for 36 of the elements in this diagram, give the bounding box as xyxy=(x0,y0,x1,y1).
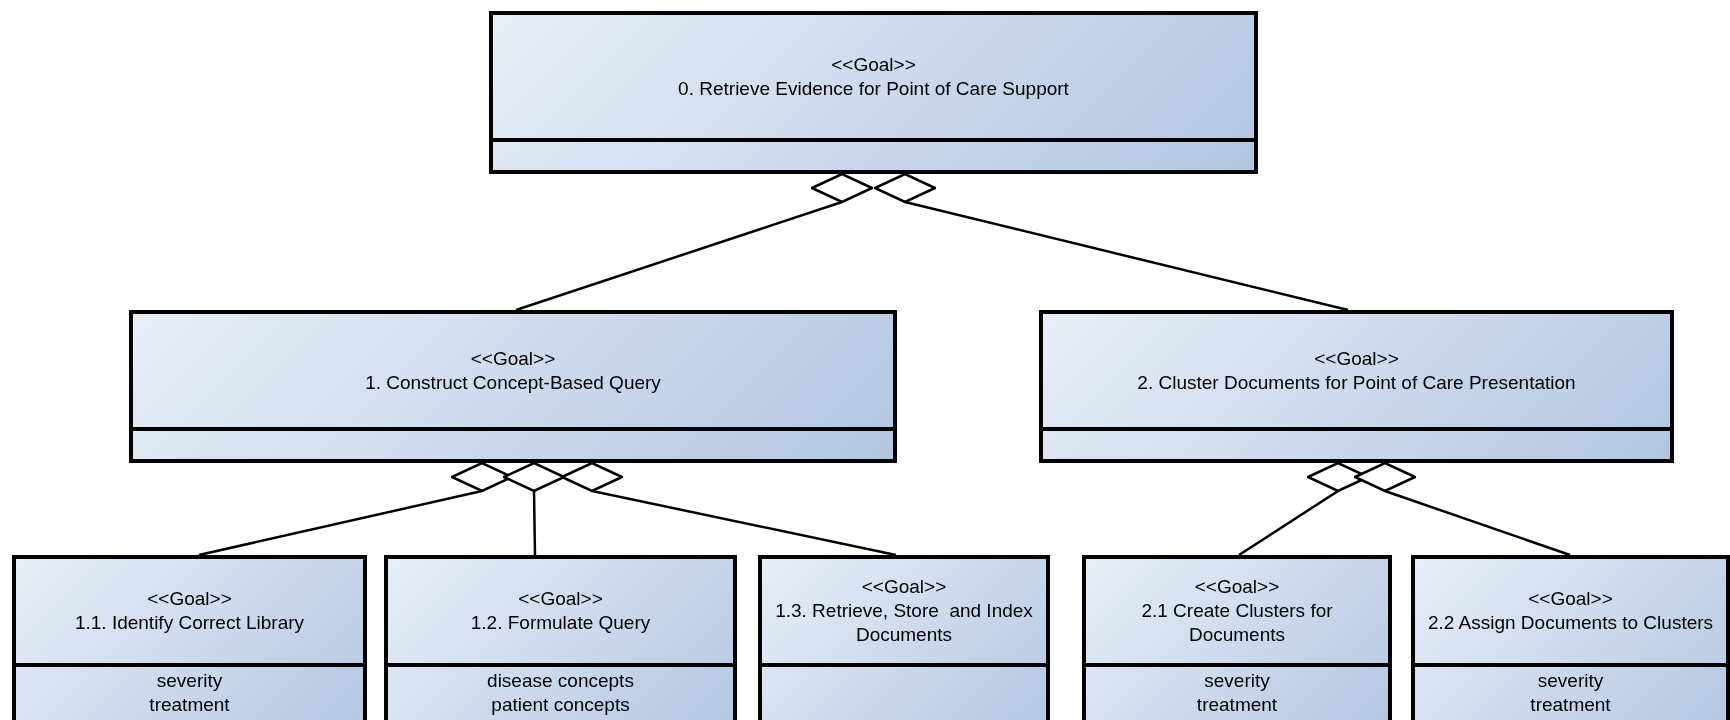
goal-class-box xyxy=(384,555,737,720)
goal-class-box xyxy=(129,310,897,463)
goal-title: 1.3. Retrieve, Store and Index Documents xyxy=(774,599,1034,647)
goal-title: 0. Retrieve Evidence for Point of Care Support xyxy=(678,76,1069,101)
goal-class-box xyxy=(1039,310,1674,463)
stereotype-label: <<Goal>> xyxy=(1528,587,1613,611)
goal-title: 1.2. Formulate Query xyxy=(470,611,651,635)
goal-title: 2.1 Create Clusters for Documents xyxy=(1140,599,1334,647)
goal-class-box xyxy=(1411,555,1730,720)
attribute-text: treatment xyxy=(149,693,230,717)
stereotype-label: <<Goal>> xyxy=(147,587,232,611)
goal-class-box xyxy=(758,555,1050,720)
goal-class-box xyxy=(1082,555,1392,720)
aggregation-connector xyxy=(1353,461,1571,557)
aggregation-connector xyxy=(560,461,897,557)
stereotype-label: <<Goal>> xyxy=(1314,346,1399,371)
attribute-text: severity xyxy=(156,669,223,693)
goal-class-box xyxy=(12,555,367,720)
attribute-text: treatment xyxy=(1530,693,1611,717)
attribute-text: disease concepts xyxy=(487,669,634,693)
goal-title: 2.2 Assign Documents to Clusters xyxy=(1427,611,1714,635)
attribute-text: treatment xyxy=(1196,693,1278,717)
attribute-text: patient concepts xyxy=(491,693,630,717)
attribute-text: severity xyxy=(1537,669,1604,693)
stereotype-label: <<Goal>> xyxy=(470,346,556,371)
goal-title: 1.1. Identify Correct Library xyxy=(74,611,305,635)
stereotype-label: <<Goal>> xyxy=(1194,575,1280,599)
aggregation-connector xyxy=(515,172,874,312)
stereotype-label: <<Goal>> xyxy=(861,575,947,599)
stereotype-label: <<Goal>> xyxy=(831,52,916,77)
goal-class-box xyxy=(489,11,1258,174)
attribute-text: severity xyxy=(1204,669,1270,693)
goal-title: 2. Cluster Documents for Point of Care Presentation xyxy=(1137,370,1576,395)
goal-title: 1. Construct Concept-Based Query xyxy=(365,370,661,395)
stereotype-label: <<Goal>> xyxy=(518,587,603,611)
aggregation-connector xyxy=(873,172,1349,312)
